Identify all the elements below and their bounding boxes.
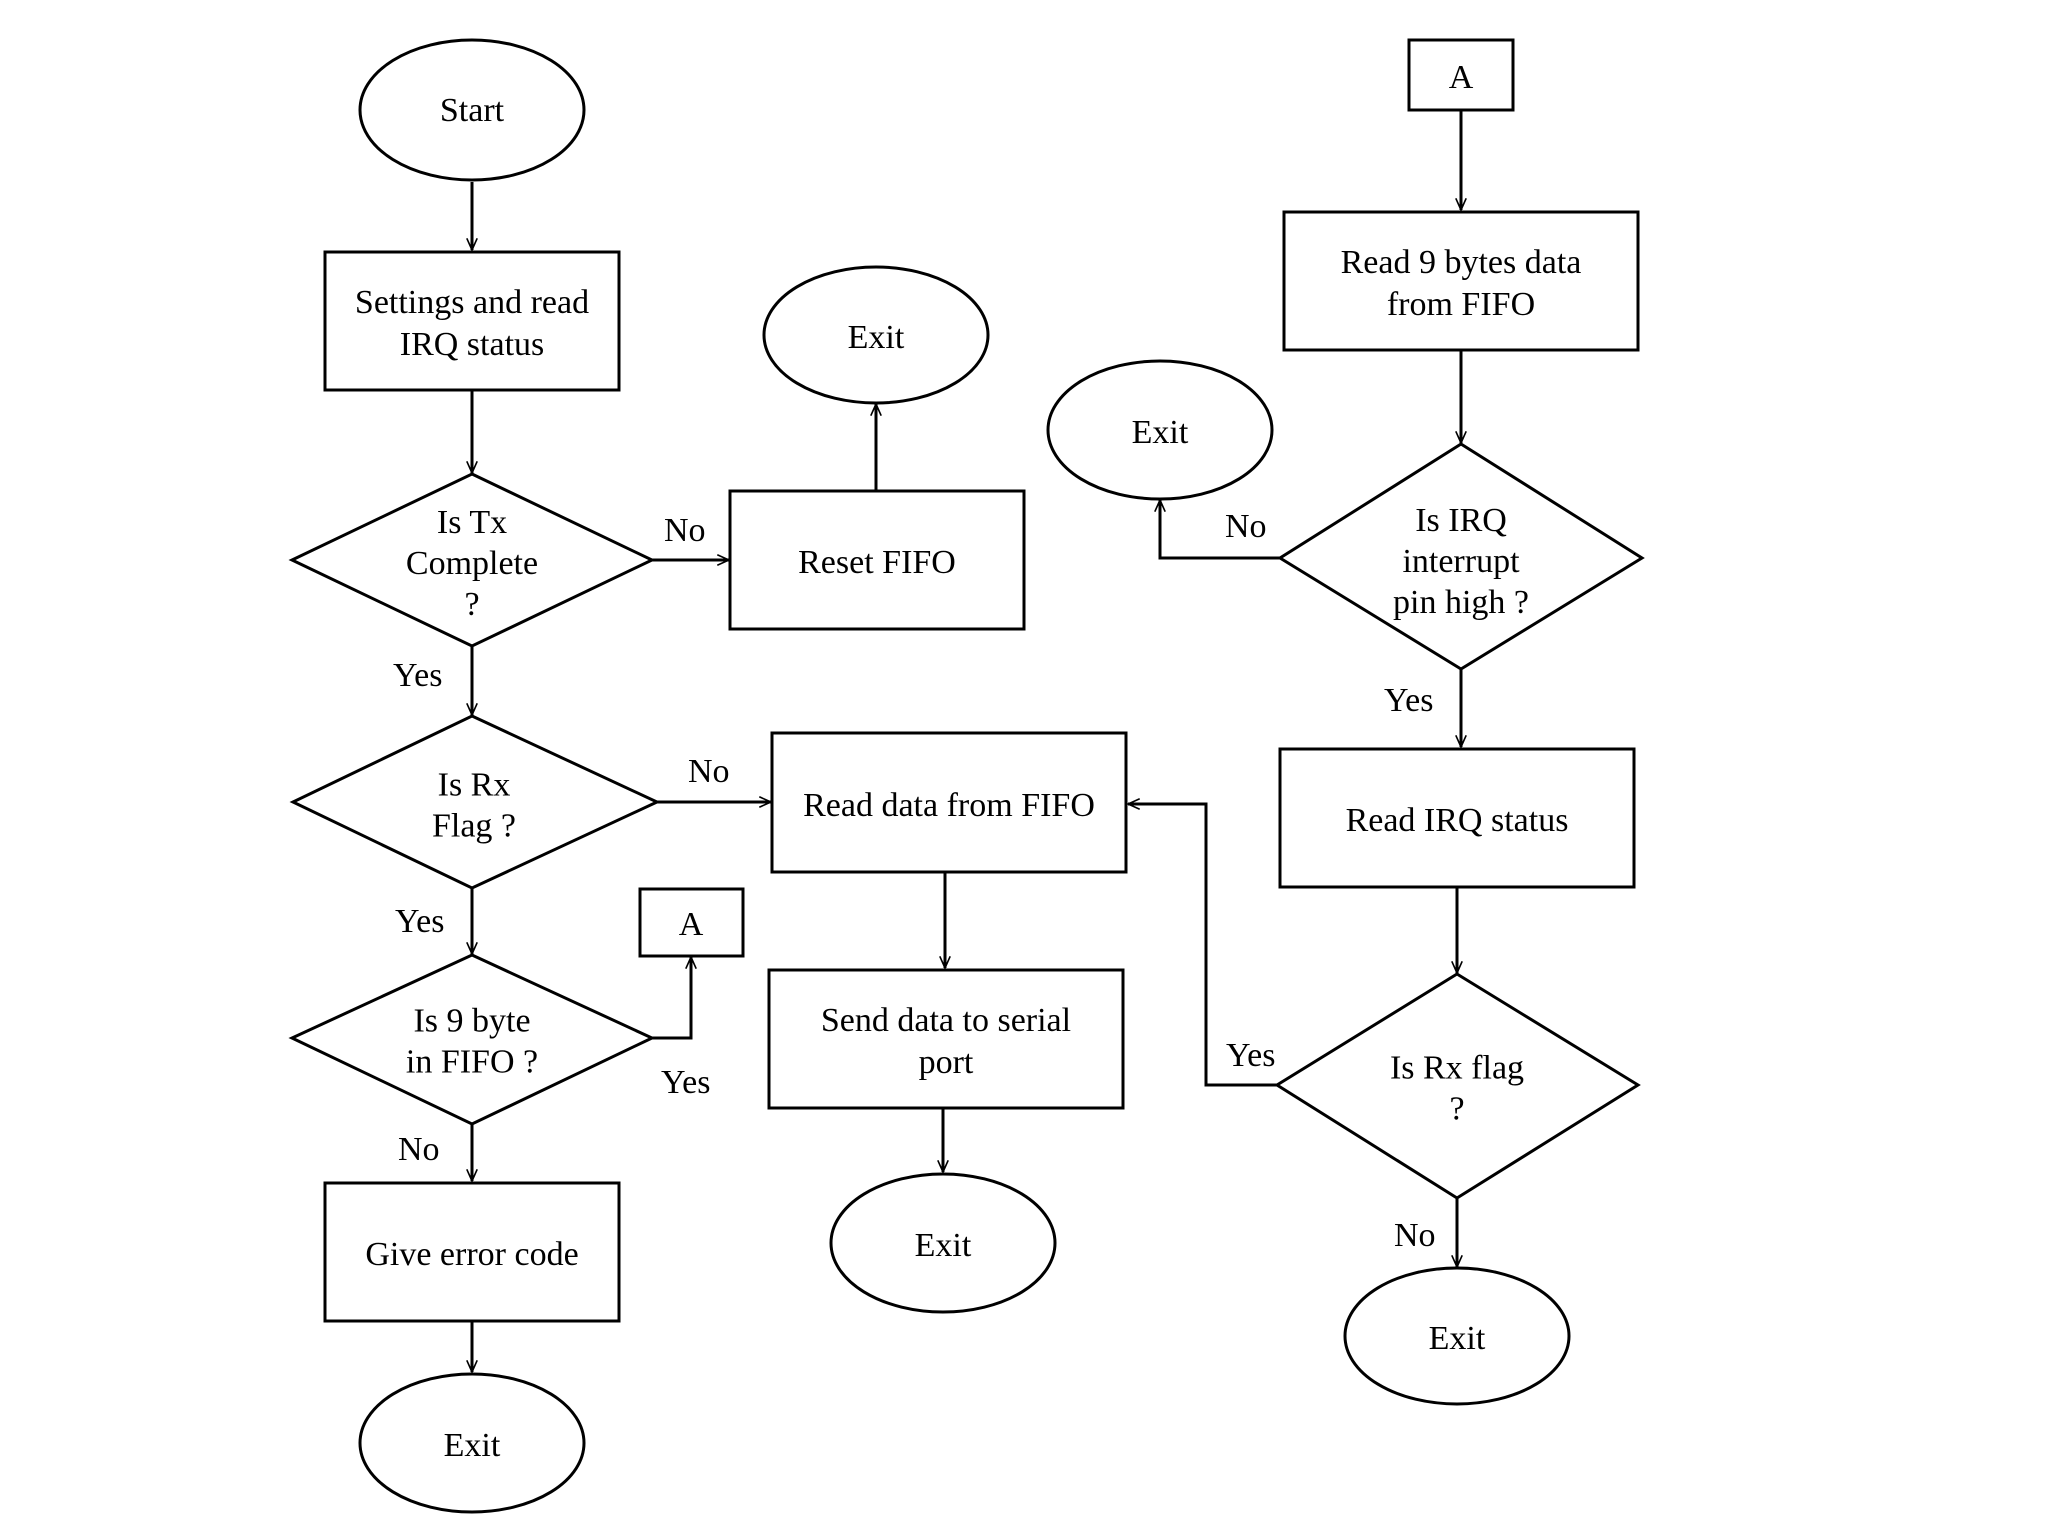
label-irq-no: No — [1225, 508, 1267, 545]
label-rxr-no: No — [1394, 1217, 1436, 1254]
start-terminal: Start — [358, 38, 586, 182]
read-data-fifo-process-text: Read data from FIFO — [803, 787, 1095, 824]
nine-byte-decision-text: Is 9 byte in FIFO ? — [406, 1003, 538, 1081]
read-data-fifo-process: Read data from FIFO — [770, 731, 1128, 874]
rx-flag-decision-text: Is Rx Flag ? — [432, 767, 516, 845]
label-rx-yes: Yes — [395, 903, 444, 940]
label-irq-yes: Yes — [1384, 682, 1433, 719]
edge-irq-no-exit — [1160, 500, 1280, 560]
read-9-bytes-process: Read 9 bytes data from FIFO — [1282, 210, 1640, 352]
exit-rx-right-terminal: Exit — [1343, 1266, 1571, 1406]
reset-fifo-process: Reset FIFO — [728, 489, 1026, 631]
node-text-line: interrupt — [1402, 543, 1520, 580]
tx-complete-decision-text: Is Tx Complete? — [406, 504, 538, 623]
node-text-line: Is 9 byte — [413, 1003, 530, 1040]
node-text-line: Exit — [444, 1427, 501, 1464]
node-text-line: Read IRQ status — [1346, 802, 1569, 839]
node-text-line: Exit — [1429, 1320, 1486, 1357]
label-tx-no: No — [664, 512, 706, 549]
connector-a-out: A — [638, 887, 745, 958]
exit-reset-terminal: Exit — [762, 265, 990, 405]
connector-a-out-text: A — [679, 906, 704, 943]
node-text-line: Exit — [848, 319, 905, 356]
node-text-line: Is Rx — [438, 767, 511, 804]
node-text-line: Give error code — [365, 1236, 578, 1273]
exit-error-terminal-text: Exit — [444, 1427, 501, 1464]
read-9-bytes-process-text: Read 9 bytes data from FIFO — [1341, 244, 1582, 323]
read-irq-status-process-text: Read IRQ status — [1346, 802, 1569, 839]
label-rx-no: No — [688, 753, 730, 790]
node-text-line: Exit — [1132, 414, 1189, 451]
start-terminal-text: Start — [440, 92, 505, 129]
tx-complete-decision: Is Tx Complete? — [288, 472, 656, 648]
rx-flag-right-decision-text: Is Rx flag? — [1390, 1050, 1524, 1128]
label-tx-yes: Yes — [393, 657, 442, 694]
node-text-line: pin high ? — [1393, 584, 1529, 621]
node-text-line: ? — [1449, 1091, 1464, 1128]
node-text-line: in FIFO ? — [406, 1044, 538, 1081]
rx-flag-decision: Is Rx Flag ? — [289, 714, 661, 890]
give-error-process: Give error code — [323, 1181, 621, 1323]
node-text-line: port — [919, 1044, 974, 1081]
give-error-process-text: Give error code — [365, 1236, 578, 1273]
nine-byte-decision: Is 9 byte in FIFO ? — [288, 953, 656, 1126]
label-nine-yes: Yes — [661, 1064, 710, 1101]
edge-nine-yes-a — [652, 957, 691, 1040]
node-text-line: Is Tx — [437, 504, 507, 541]
send-serial-process-text: Send data to serial port — [821, 1002, 1071, 1081]
exit-send-terminal: Exit — [829, 1172, 1057, 1314]
exit-send-terminal-text: Exit — [915, 1227, 972, 1264]
node-text-line: Complete — [406, 545, 538, 582]
connector-a-in: A — [1407, 38, 1515, 112]
edge-labels: No Yes No Yes Yes No No Yes Yes No — [393, 508, 1436, 1254]
node-text-line: Is IRQ — [1415, 502, 1507, 539]
exit-irq-terminal: Exit — [1046, 359, 1274, 501]
exit-rx-right-terminal-text: Exit — [1429, 1320, 1486, 1357]
connector-a-in-text: A — [1449, 59, 1474, 96]
exit-error-terminal: Exit — [358, 1372, 586, 1514]
reset-fifo-process-text: Reset FIFO — [798, 544, 956, 581]
node-text-line: Reset FIFO — [798, 544, 956, 581]
node-text-line: Read 9 bytes data — [1341, 244, 1582, 281]
node-text-line: Is Rx flag — [1390, 1050, 1524, 1087]
node-text-line: from FIFO — [1387, 286, 1535, 323]
send-serial-process: Send data to serial port — [767, 968, 1125, 1110]
edges — [472, 110, 1461, 1372]
node-text-line: Settings and read — [355, 284, 589, 321]
rx-flag-right-decision: Is Rx flag? — [1274, 972, 1641, 1200]
node-text-line: IRQ status — [400, 326, 545, 363]
irq-high-decision: Is IRQ interrupt pin high ? — [1277, 442, 1645, 671]
node-text-line: A — [1449, 59, 1474, 96]
exit-irq-terminal-text: Exit — [1132, 414, 1189, 451]
label-nine-no: No — [398, 1131, 440, 1168]
label-rxr-yes: Yes — [1226, 1037, 1275, 1074]
node-text-line: A — [679, 906, 704, 943]
node-text-line: ? — [464, 586, 479, 623]
edge-rxr-yes-readdata — [1128, 804, 1277, 1087]
node-text-line: Exit — [915, 1227, 972, 1264]
exit-reset-terminal-text: Exit — [848, 319, 905, 356]
node-text-line: Start — [440, 92, 505, 129]
read-irq-status-process: Read IRQ status — [1278, 747, 1636, 889]
node-text-line: Send data to serial — [821, 1002, 1071, 1039]
node-text-line: Flag ? — [432, 808, 516, 845]
node-text-line: Read data from FIFO — [803, 787, 1095, 824]
irq-high-decision-text: Is IRQ interrupt pin high ? — [1393, 502, 1529, 621]
